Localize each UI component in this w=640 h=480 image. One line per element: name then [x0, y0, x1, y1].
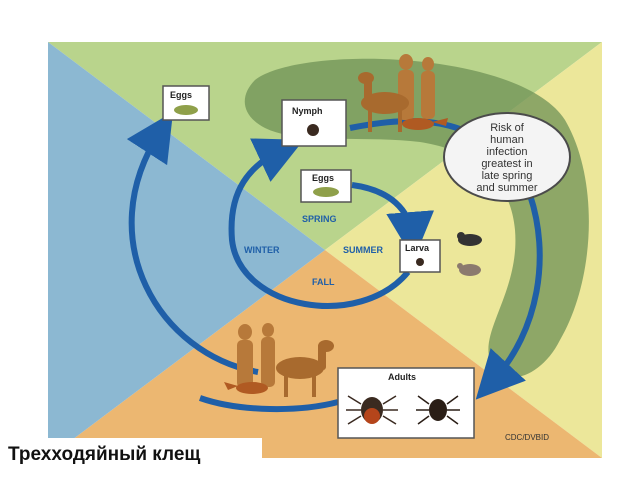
svg-text:Adults: Adults: [388, 372, 416, 382]
nymph-tick-icon: [307, 124, 319, 136]
svg-text:greatest in: greatest in: [481, 158, 532, 170]
larva-tick-icon: [416, 258, 424, 266]
cycle-arrow-eggs-to-nymph: [126, 111, 259, 375]
caption-title: Трехходяйный клещ: [8, 444, 201, 465]
cycle-arrow-eggs-to-larva: [351, 182, 435, 260]
risk-note: Risk of human infection greatest in late…: [443, 112, 571, 202]
eggs-inner-box: Eggs: [300, 169, 352, 203]
mouse-icon: [457, 263, 481, 276]
image-credit: CDC/DVBID: [505, 433, 549, 442]
season-label-spring: SPRING: [302, 214, 337, 224]
bird-icon: [457, 232, 482, 246]
winter-quadrant: [48, 42, 325, 458]
svg-text:Eggs: Eggs: [170, 90, 192, 100]
svg-text:Nymph: Nymph: [292, 106, 323, 116]
adults-box: Adults: [337, 367, 475, 439]
season-label-summer: SUMMER: [343, 245, 383, 255]
egg-cluster-icon: [313, 187, 339, 197]
larva-box: Larva: [399, 239, 441, 273]
nymph-box: Nymph: [281, 99, 347, 147]
svg-text:human: human: [490, 134, 524, 146]
egg-cluster-icon: [174, 105, 198, 115]
deer-silhouette-bottom: [276, 340, 334, 397]
svg-text:and summer: and summer: [476, 182, 537, 194]
fox-silhouette-bottom: [224, 382, 268, 394]
adult-female-tick-icon: [346, 395, 398, 425]
deer-silhouette-top: [358, 72, 409, 132]
season-label-winter: WINTER: [244, 245, 280, 255]
cycle-arrow-larva-to-nymph: [228, 138, 411, 309]
caption-background: [0, 438, 262, 480]
eggs-outer-box: Eggs: [162, 85, 210, 121]
svg-text:Larva: Larva: [405, 243, 430, 253]
adult-male-tick-icon: [416, 395, 460, 425]
humans-silhouette-bottom: [237, 323, 275, 388]
cycle-arrow-adults-to-eggs: [199, 395, 339, 413]
svg-text:Risk of: Risk of: [490, 122, 525, 134]
fox-silhouette-top: [402, 118, 448, 130]
svg-text:late spring: late spring: [482, 170, 533, 182]
season-label-fall: FALL: [312, 277, 335, 287]
svg-text:Eggs: Eggs: [312, 173, 334, 183]
svg-text:infection: infection: [487, 146, 528, 158]
